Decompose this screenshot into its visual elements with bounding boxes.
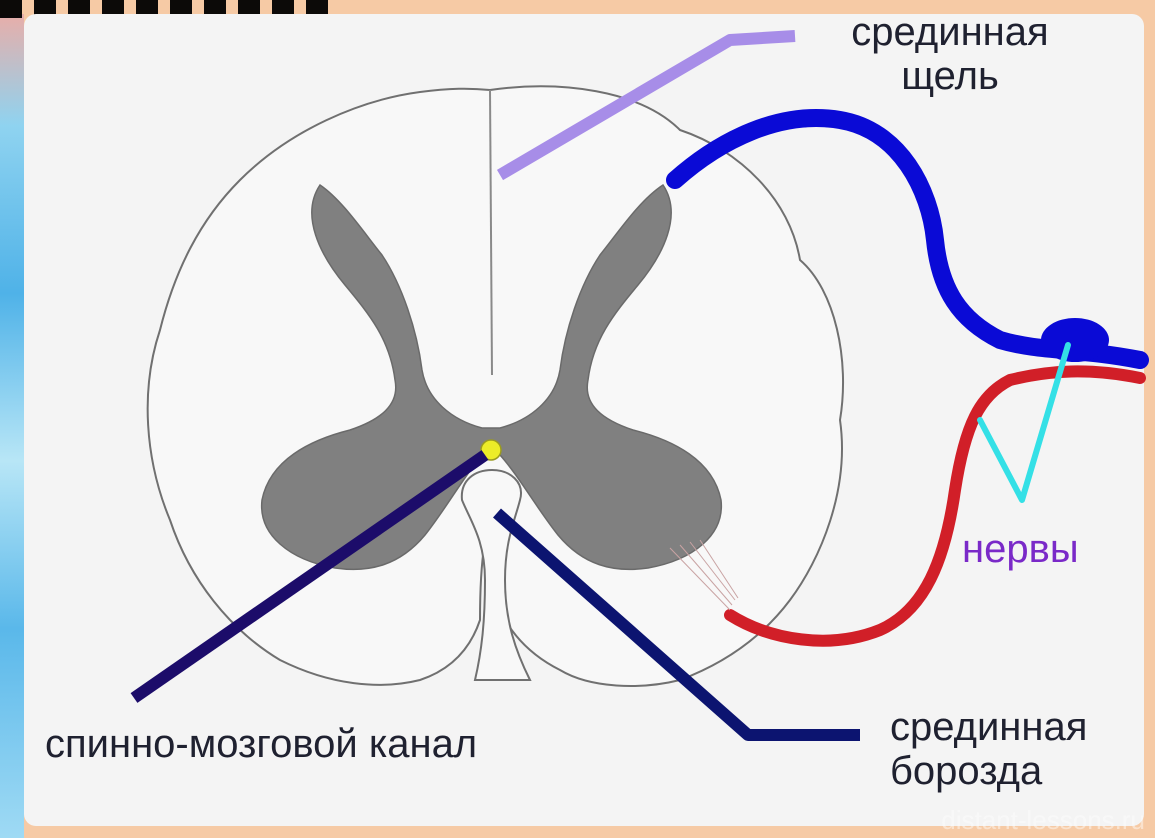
median-fissure-label-line2: щель xyxy=(901,54,999,98)
cropped-title-fragment xyxy=(0,0,330,18)
spinal-ganglion xyxy=(1041,318,1109,362)
nerves-pointer xyxy=(977,342,1071,503)
background-decoration xyxy=(0,0,24,838)
median-sulcus-label: срединная борозда xyxy=(890,705,1087,793)
median-fissure-label-line1: срединная xyxy=(851,10,1049,54)
top-frame xyxy=(0,0,1155,18)
watermark: distant-lessons.ru xyxy=(941,805,1145,835)
median-fissure-label: срединная щель xyxy=(830,10,1070,98)
median-sulcus-pointer xyxy=(493,508,860,741)
spinal-canal-pointer xyxy=(130,450,489,703)
median-fissure xyxy=(489,89,493,376)
ventral-nerve-root xyxy=(724,365,1146,647)
median-fissure-pointer xyxy=(496,30,796,181)
central-canal xyxy=(480,439,502,461)
ventral-root-fibers xyxy=(669,539,739,611)
dorsal-nerve-root xyxy=(666,109,1149,369)
nerves-label: нервы xyxy=(962,527,1079,571)
gray-matter xyxy=(260,183,723,571)
median-sulcus-label-line1: срединная xyxy=(890,705,1088,749)
spinal-canal-label: спинно-мозговой канал xyxy=(45,722,478,766)
median-sulcus-label-line2: борозда xyxy=(890,749,1043,793)
